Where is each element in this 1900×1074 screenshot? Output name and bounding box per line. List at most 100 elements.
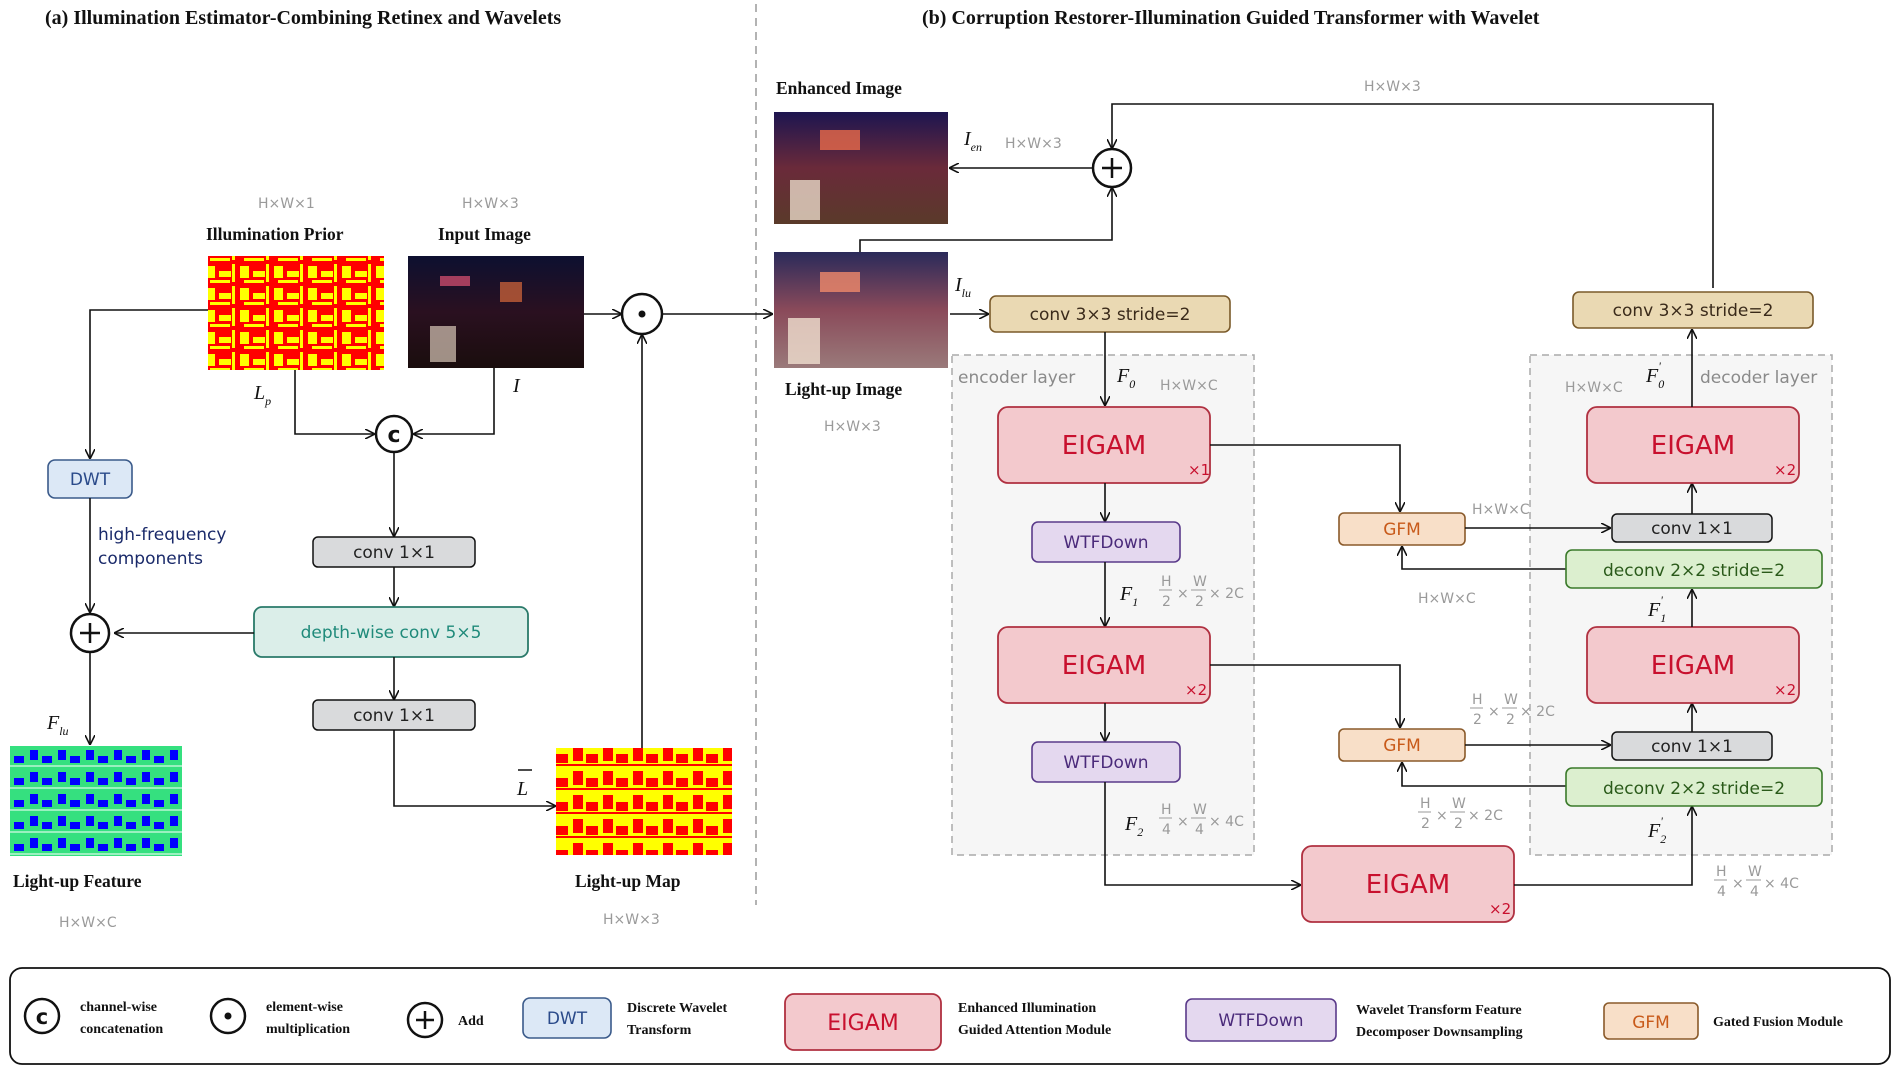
f2p-symbol: F2' [1647,814,1666,846]
svg-text:EIGAM: EIGAM [827,1011,898,1036]
eigam-block-1: EIGAM ×1 [997,406,1211,484]
gfm-block-1: GFM [1338,512,1466,546]
svg-text:×: × [1488,704,1500,720]
input-image-label: Input Image [438,224,531,244]
edge-prior-to-concat [294,370,374,434]
svg-text:concatenation: concatenation [80,1022,163,1037]
light-up-feature-image [10,746,182,856]
svg-text:Wavelet Transform Feature: Wavelet Transform Feature [1356,1003,1522,1018]
gfm1-dim: H×W×C [1472,502,1530,518]
legend-concat: c channel-wise concatenation [23,997,163,1037]
f1-dim: H 2 × W 2 × 2C [1159,574,1244,610]
input-image [408,256,584,368]
i-symbol: I [512,375,521,397]
svg-text:H: H [1420,796,1431,812]
svg-text:element-wise: element-wise [266,1000,343,1015]
eigam-1-repeat: ×1 [1188,461,1210,479]
svg-text:W: W [1452,796,1466,812]
svg-text:Gated Fusion Module: Gated Fusion Module [1713,1015,1843,1030]
gfm2-back-dim: H 2 × W 2 × 2C [1418,796,1503,832]
svg-text:× 4C: × 4C [1209,814,1244,830]
top-dim: H×W×3 [1364,79,1421,95]
conv3x3-input-box: conv 3×3 stride=2 [989,295,1231,333]
wtfdown-block-2: WTFDown [1031,741,1181,783]
legend-wtfdown: WTFDown Wavelet Transform Feature Decomp… [1185,998,1523,1042]
f2-symbol: F2 [1124,813,1143,839]
legend-box [9,967,1891,1065]
legend-concat-symbol: c [36,1005,48,1029]
svg-text:2: 2 [1162,594,1171,610]
light-up-map-label: Light-up Map [575,871,681,891]
conv1x1-box-top: conv 1×1 [312,536,476,568]
svg-text:Guided Attention Module: Guided Attention Module [958,1023,1111,1038]
f0-symbol: F0 [1116,365,1135,391]
conv1x1-block-b: conv 1×1 [1611,731,1773,761]
prior-dim: H×W×1 [258,196,315,212]
illumination-prior-label: Illumination Prior [206,224,344,244]
conv1x1-box-bottom: conv 1×1 [312,699,476,731]
svg-text:× 2C: × 2C [1209,586,1244,602]
edge-conv-out-to-add [1112,103,1714,288]
add-operator-left [69,612,111,654]
svg-text:4: 4 [1195,822,1204,838]
svg-text:×: × [1732,876,1744,892]
conv1x1-b-label: conv 1×1 [1651,737,1733,757]
svg-text:2: 2 [1421,816,1430,832]
f1p-symbol: F1' [1647,593,1666,625]
illumination-prior-image [208,256,384,370]
gfm-2-label: GFM [1383,736,1421,756]
eigam-3-repeat: ×2 [1489,900,1511,918]
deconv-block-1: deconv 2×2 stride=2 [1565,549,1823,589]
svg-text:Transform: Transform [627,1023,692,1038]
svg-text:W: W [1193,574,1207,590]
conv3x3-output-box: conv 3×3 stride=2 [1572,291,1814,329]
svg-text:H: H [1161,574,1172,590]
enh-dim: H×W×3 [1005,136,1062,152]
wtfdown-block-1: WTFDown [1031,521,1181,563]
light-up-feature-label: Light-up Feature [13,871,142,891]
edge-eigam1-to-gfm1 [1210,444,1400,511]
depthwise-conv-label: depth-wise conv 5×5 [301,623,482,643]
edge-input-to-concat [414,368,495,434]
encoder-layer-label: encoder layer [958,368,1075,388]
f1-symbol: F1 [1119,583,1138,609]
conv1x1-block-a: conv 1×1 [1611,513,1773,543]
multiply-dot [638,310,646,318]
svg-text:× 2C: × 2C [1520,704,1555,720]
map-dim: H×W×3 [603,912,660,928]
legend-gfm: GFM Gated Fusion Module [1603,1002,1843,1040]
lightup-dim: H×W×3 [824,419,881,435]
deconv-2-label: deconv 2×2 stride=2 [1603,779,1785,799]
wtfdown-2-label: WTFDown [1063,753,1148,773]
dwt-box: DWT [47,459,133,499]
edge-lightup-to-add [859,188,1112,252]
svg-text:2: 2 [1195,594,1204,610]
flu-symbol: Flu [46,712,69,738]
eigam-5-repeat: ×2 [1774,681,1796,699]
svg-text:WTFDown: WTFDown [1218,1011,1303,1031]
edge-wtf2-to-eigam3 [1104,782,1300,885]
conv3x3-output-label: conv 3×3 stride=2 [1613,301,1774,321]
gfm-1-label: GFM [1383,520,1421,540]
f0p-symbol: F0' [1645,359,1664,391]
svg-text:4: 4 [1750,884,1759,900]
svg-text:channel-wise: channel-wise [80,1000,157,1015]
svg-text:DWT: DWT [547,1009,588,1029]
svg-text:GFM: GFM [1632,1013,1670,1033]
svg-text:multiplication: multiplication [266,1022,350,1037]
multiply-operator [620,292,664,336]
f0p-dim: H×W×C [1565,380,1623,396]
ien-symbol: Ien [963,128,982,154]
gfm1-back-dim: H×W×C [1418,591,1476,607]
eigam-block-4: EIGAM ×2 [1586,406,1800,484]
depthwise-conv-box: depth-wise conv 5×5 [253,606,529,658]
conv1x1-top-label: conv 1×1 [353,543,435,563]
f2-dim: H 4 × W 4 × 4C [1159,802,1244,838]
f2p-dim: H 4 × W 4 × 4C [1714,864,1799,900]
svg-text:× 2C: × 2C [1468,808,1503,824]
legend-add: Add [406,1001,484,1039]
add-operator-right [1091,147,1133,189]
edge-deconv2-to-gfm2 [1402,763,1566,787]
svg-text:Discrete Wavelet: Discrete Wavelet [627,1001,728,1016]
eigam-block-3: EIGAM ×2 [1301,845,1515,923]
